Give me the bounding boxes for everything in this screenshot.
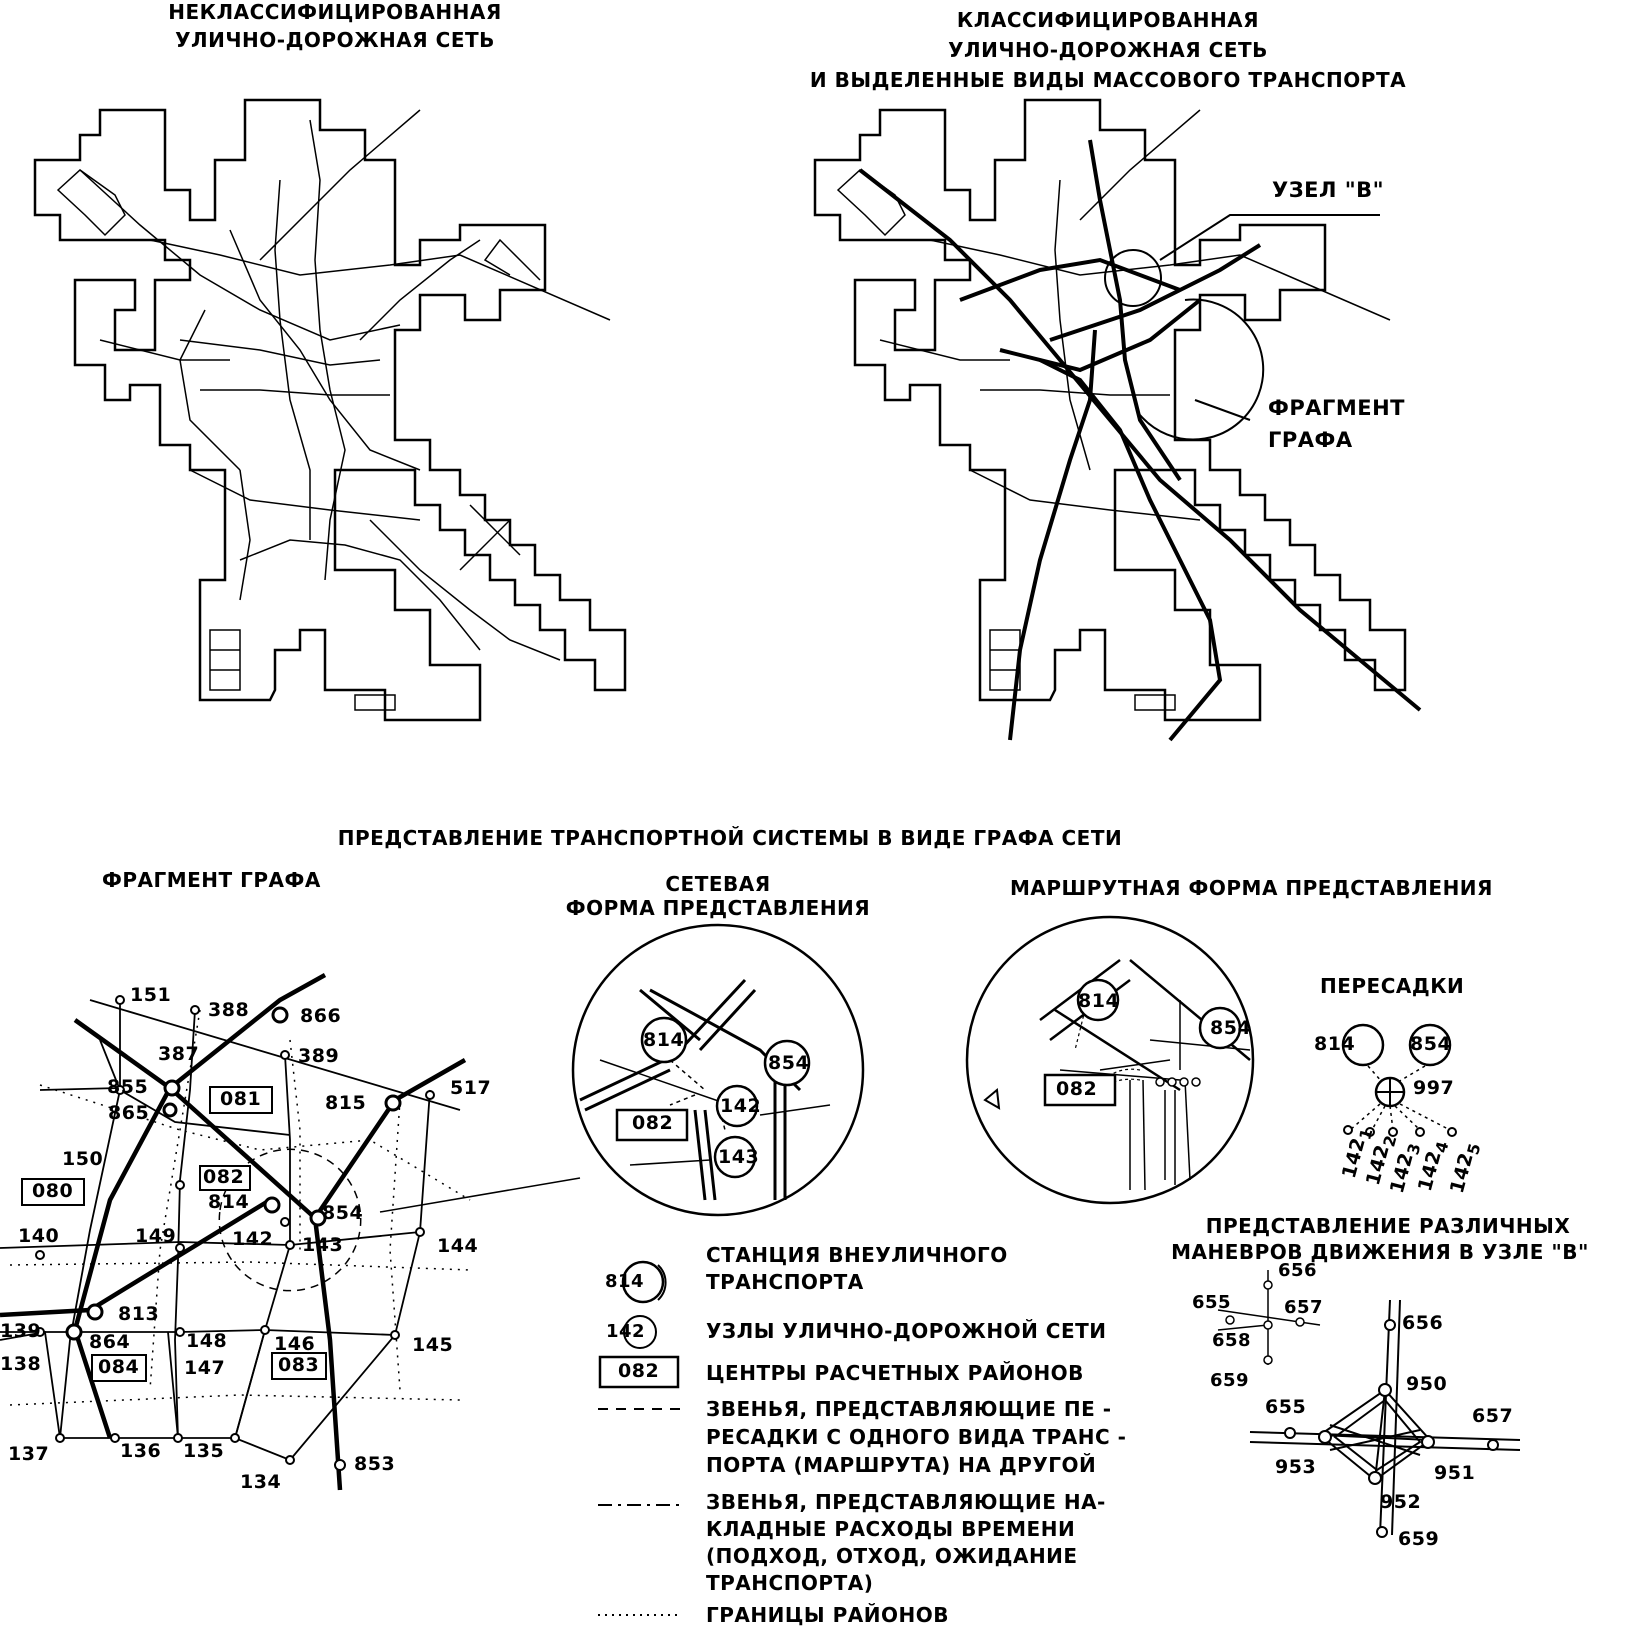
maneuvers-diagram (1218, 1270, 1520, 1537)
route-854: 854 (1210, 1017, 1251, 1039)
node-387: 387 (158, 1043, 199, 1065)
legend-text-transfer-2: РЕСАДКИ С ОДНОГО ВИДА ТРАНС - (706, 1425, 1126, 1449)
legend-symbol-814: 814 (605, 1271, 644, 1292)
m-small-658: 658 (1212, 1330, 1251, 1351)
center-084: 084 (98, 1356, 139, 1378)
m-small-655: 655 (1192, 1292, 1231, 1313)
legend-text-centers: ЦЕНТРЫ РАСЧЕТНЫХ РАЙОНОВ (706, 1361, 1084, 1385)
right-map-circles (1105, 215, 1380, 440)
node-136: 136 (120, 1440, 161, 1462)
transfer-814: 814 (1314, 1033, 1355, 1055)
legend-text-borders: ГРАНИЦЫ РАЙОНОВ (706, 1603, 949, 1627)
m-big-659: 659 (1398, 1528, 1439, 1550)
net-082: 082 (632, 1112, 673, 1134)
node-134: 134 (240, 1471, 281, 1493)
m-small-657: 657 (1284, 1297, 1323, 1318)
node-150: 150 (62, 1148, 103, 1170)
node-815: 815 (325, 1092, 366, 1114)
transfer-854: 854 (1410, 1033, 1451, 1055)
legend-symbol-082: 082 (618, 1360, 659, 1382)
legend-symbol-142: 142 (606, 1321, 645, 1342)
network-form-circle (573, 925, 863, 1215)
left-map-inner-4 (355, 695, 395, 710)
net-142: 142 (720, 1095, 761, 1117)
node-148: 148 (186, 1330, 227, 1352)
center-082: 082 (203, 1166, 244, 1188)
fragment-graph (0, 975, 580, 1490)
node-142: 142 (232, 1228, 273, 1250)
legend-text-overhead-2: КЛАДНЫЕ РАСХОДЫ ВРЕМЕНИ (706, 1517, 1075, 1541)
node-864: 864 (89, 1331, 130, 1353)
node-149: 149 (135, 1225, 176, 1247)
right-map-boundary (815, 100, 1405, 720)
net-143: 143 (718, 1146, 759, 1168)
node-146: 146 (274, 1333, 315, 1355)
route-082: 082 (1056, 1078, 1097, 1100)
left-map-inner-2 (485, 240, 540, 280)
route-form-circle (967, 917, 1253, 1203)
right-map-transit (860, 140, 1420, 740)
transfer-997: 997 (1413, 1077, 1454, 1099)
node-138: 138 (0, 1353, 41, 1375)
m-big-655: 655 (1265, 1396, 1306, 1418)
node-865: 865 (108, 1102, 149, 1124)
node-388: 388 (208, 999, 249, 1021)
center-080: 080 (32, 1180, 73, 1202)
net-814: 814 (643, 1029, 684, 1051)
m-big-656: 656 (1402, 1312, 1443, 1334)
node-144: 144 (437, 1235, 478, 1257)
legend-text-overhead-1: ЗВЕНЬЯ, ПРЕДСТАВЛЯЮЩИЕ НА- (706, 1490, 1106, 1514)
legend-symbols (598, 1262, 680, 1615)
legend-text-station-2: ТРАНСПОРТА (706, 1270, 864, 1294)
node-143: 143 (302, 1234, 343, 1256)
node-853: 853 (354, 1453, 395, 1475)
node-517: 517 (450, 1077, 491, 1099)
legend-text-overhead-3: (ПОДХОД, ОТХОД, ОЖИДАНИЕ (706, 1544, 1078, 1568)
route-814: 814 (1078, 990, 1119, 1012)
legend-text-transfer-3: ПОРТА (МАРШРУТА) НА ДРУГОЙ (706, 1453, 1096, 1477)
m-small-659: 659 (1210, 1370, 1249, 1391)
center-081: 081 (220, 1088, 261, 1110)
legend-text-nodes: УЗЛЫ УЛИЧНО-ДОРОЖНОЙ СЕТИ (706, 1319, 1107, 1343)
left-map-inner-3 (210, 630, 240, 690)
m-big-950: 950 (1406, 1373, 1447, 1395)
left-map-boundary (35, 100, 625, 720)
node-145: 145 (412, 1334, 453, 1356)
node-854: 854 (322, 1202, 363, 1224)
node-137: 137 (8, 1443, 49, 1465)
m-big-951: 951 (1434, 1462, 1475, 1484)
m-big-657: 657 (1472, 1405, 1513, 1427)
node-389: 389 (298, 1045, 339, 1067)
node-139: 139 (0, 1320, 41, 1342)
node-866: 866 (300, 1005, 341, 1027)
right-map (815, 100, 1405, 720)
legend-text-station-1: СТАНЦИЯ ВНЕУЛИЧНОГО (706, 1243, 1008, 1267)
node-813: 813 (118, 1303, 159, 1325)
left-map (35, 100, 625, 720)
legend-text-transfer-1: ЗВЕНЬЯ, ПРЕДСТАВЛЯЮЩИЕ ПЕ - (706, 1397, 1112, 1421)
m-big-953: 953 (1275, 1456, 1316, 1478)
right-map-streets (880, 110, 1390, 520)
node-135: 135 (183, 1440, 224, 1462)
center-083: 083 (278, 1354, 319, 1376)
node-814: 814 (208, 1191, 249, 1213)
node-151: 151 (130, 984, 171, 1006)
m-small-656: 656 (1278, 1260, 1317, 1281)
m-big-952: 952 (1380, 1491, 1421, 1513)
node-140: 140 (18, 1225, 59, 1247)
node-855: 855 (107, 1076, 148, 1098)
legend-text-overhead-4: ТРАНСПОРТА) (706, 1571, 873, 1595)
net-854: 854 (768, 1052, 809, 1074)
node-147: 147 (184, 1357, 225, 1379)
